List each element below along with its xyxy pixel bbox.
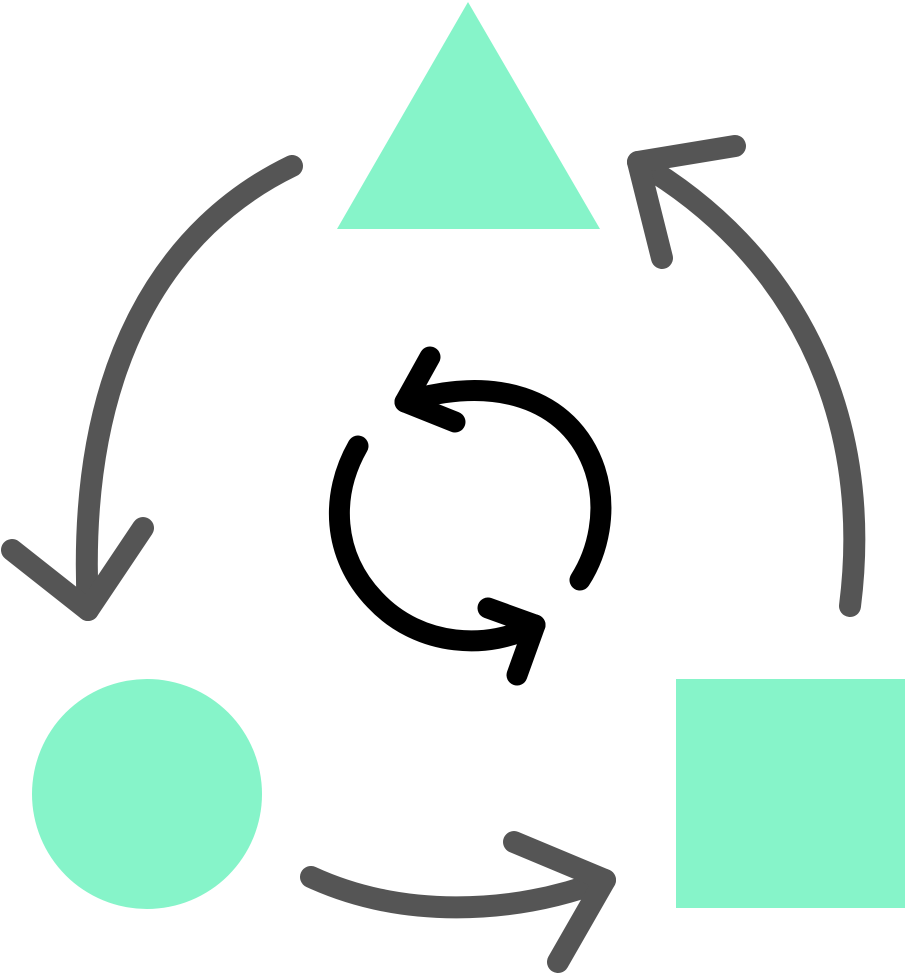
curved-arrow-icon-right xyxy=(627,135,866,617)
refresh-cycle-icon xyxy=(328,346,612,686)
curved-arrow-icon-bottom xyxy=(300,831,616,973)
square-icon xyxy=(676,679,905,908)
triangle-icon xyxy=(337,2,600,229)
circle-icon xyxy=(32,679,262,909)
curved-arrow-icon-left xyxy=(1,155,303,621)
